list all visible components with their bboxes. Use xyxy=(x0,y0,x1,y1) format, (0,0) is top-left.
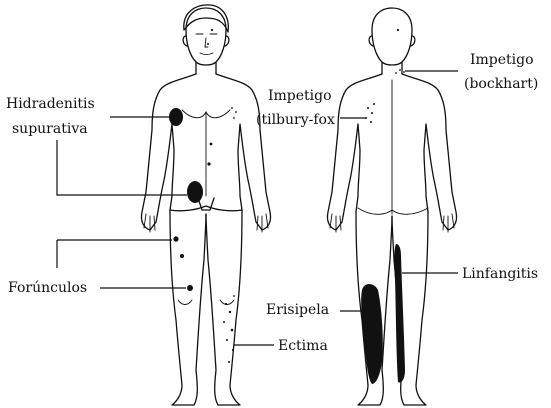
tilbury-dot xyxy=(370,121,372,123)
hidradenitis-groin-leader xyxy=(57,140,187,195)
impetigo-tilbury-label-line2: (tilbury-fox xyxy=(256,112,335,128)
ectima-dot xyxy=(226,339,228,341)
impetigo-tilbury-label-line1: Impetigo xyxy=(268,88,332,104)
erisipela-lesion xyxy=(361,284,383,384)
ectima-dot xyxy=(233,295,235,297)
labels: Hidradenitis supurativa Forúnculos Ectim… xyxy=(6,52,538,354)
furuncle-lesion-2 xyxy=(180,254,184,258)
bockhart-dot xyxy=(403,71,405,73)
chest-spot xyxy=(210,143,213,146)
tilbury-dot xyxy=(373,103,375,105)
chest-speck xyxy=(231,107,233,109)
furuncle-lesion-1 xyxy=(173,236,178,241)
ectima-dot xyxy=(228,361,230,363)
chest-speck xyxy=(233,117,235,119)
face-spot xyxy=(211,29,213,31)
ectima-dot xyxy=(225,303,227,305)
back-body-figure xyxy=(327,8,456,405)
ectima-dot xyxy=(223,321,225,323)
bockhart-dot xyxy=(395,72,397,74)
hidradenitis-label-line2: supurativa xyxy=(12,121,88,137)
hidradenitis-lesion xyxy=(169,108,183,126)
face-spot xyxy=(207,43,209,45)
bockhart-dot xyxy=(399,69,401,71)
furuncle-lesion-3 xyxy=(187,285,193,291)
tilbury-dot xyxy=(371,112,373,114)
back-lesions xyxy=(361,29,405,384)
impetigo-bockhart-label-line2: (bockhart) xyxy=(464,76,538,92)
ectima-dot xyxy=(232,349,234,351)
ectima-label: Ectima xyxy=(278,338,328,354)
back-spot xyxy=(397,29,399,31)
chest-speck xyxy=(235,111,237,113)
impetigo-bockhart-label-line1: Impetigo xyxy=(470,52,534,68)
foruncolos-label: Forúnculos xyxy=(8,280,87,296)
linfangitis-label: Linfangitis xyxy=(462,266,538,282)
ectima-dot xyxy=(229,311,231,313)
hidradenitis-label-line1: Hidradenitis xyxy=(6,96,95,112)
groin-hidradenitis-lesion xyxy=(187,181,203,203)
linfangitis-streak xyxy=(394,244,405,383)
erisipela-label: Erisipela xyxy=(266,302,329,318)
chest-spot xyxy=(207,162,210,165)
tilbury-dot xyxy=(367,107,369,109)
ectima-dot xyxy=(231,329,234,332)
